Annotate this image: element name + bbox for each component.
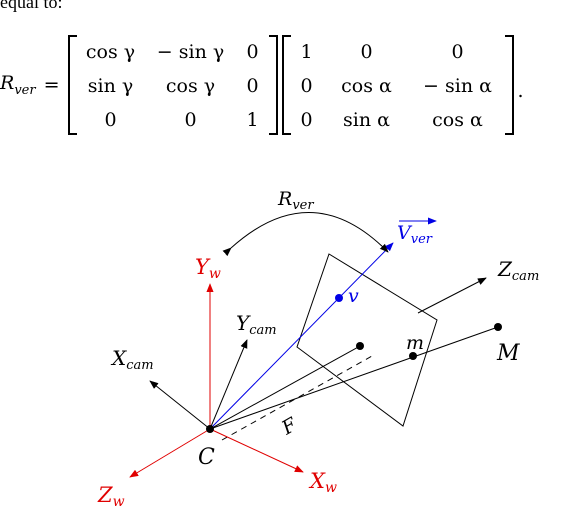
r-ver-rotation-arc bbox=[222, 212, 389, 257]
M-point-label: M bbox=[496, 341, 520, 366]
v-point-label: v bbox=[348, 285, 359, 307]
x-w-axis bbox=[209, 428, 304, 473]
z-w-axis bbox=[129, 428, 211, 478]
y-cam-label: Ycam bbox=[236, 311, 277, 338]
C-point-label: C bbox=[198, 445, 215, 470]
focal-length-dashed-line bbox=[221, 355, 373, 441]
v-ver-vector bbox=[209, 242, 394, 430]
alpha-rotation-matrix: 1 0 0 0 cos α − sin α 0 sin α cos α bbox=[281, 35, 514, 135]
world-point-M bbox=[494, 323, 502, 331]
camera-center-point bbox=[206, 425, 214, 433]
F-focal-label: F bbox=[277, 413, 301, 440]
equation-lhs: Rver bbox=[0, 72, 36, 98]
matrix-cell: cos α bbox=[432, 109, 483, 131]
matrix-cell: sin γ bbox=[87, 75, 134, 97]
matrix-cell: 0 bbox=[300, 109, 313, 131]
matrix-cell: 1 bbox=[300, 41, 313, 63]
x-w-label: Xw bbox=[308, 469, 337, 496]
rotation-equation: Rver = cos γ − sin γ 0 sin γ cos γ 0 0 0… bbox=[0, 30, 524, 140]
projection-ray bbox=[209, 326, 499, 430]
image-plane bbox=[296, 253, 438, 427]
vanishing-point-v bbox=[335, 294, 343, 302]
z-cam-axis-inner bbox=[209, 345, 361, 430]
v-ver-label: Vver bbox=[397, 222, 433, 247]
matrix-cell: 0 bbox=[451, 41, 464, 63]
equation-period: . bbox=[517, 80, 524, 102]
matrix-cell: cos γ bbox=[165, 75, 216, 97]
principal-point bbox=[356, 342, 364, 350]
matrix-cell: cos γ bbox=[85, 41, 136, 63]
z-cam-axis bbox=[417, 277, 487, 314]
image-point-m bbox=[409, 352, 417, 360]
matrix-cell: 1 bbox=[246, 109, 259, 131]
matrix-cell: 0 bbox=[246, 41, 259, 63]
x-cam-axis bbox=[149, 380, 211, 430]
y-cam-axis bbox=[209, 339, 248, 430]
z-cam-label: Zcam bbox=[497, 257, 539, 284]
matrix-cell: − sin γ bbox=[156, 41, 225, 63]
x-cam-label: Xcam bbox=[110, 346, 154, 373]
r-ver-label: Rver bbox=[277, 188, 314, 213]
matrix-cell: 0 bbox=[300, 75, 313, 97]
m-point-label: m bbox=[406, 332, 424, 354]
matrix-cell: sin α bbox=[343, 109, 390, 131]
equals-sign: = bbox=[43, 74, 60, 96]
matrix-cell: 0 bbox=[360, 41, 373, 63]
intro-text: equal to: bbox=[0, 0, 63, 12]
z-w-label: Zw bbox=[97, 483, 125, 510]
matrix-cell: 0 bbox=[246, 75, 259, 97]
matrix-cell: 0 bbox=[184, 109, 197, 131]
gamma-rotation-matrix: cos γ − sin γ 0 sin γ cos γ 0 0 0 1 bbox=[67, 35, 278, 135]
y-w-label: Yw bbox=[195, 255, 221, 282]
matrix-cell: 0 bbox=[104, 109, 117, 131]
matrix-cell: − sin α bbox=[423, 75, 492, 97]
matrix-cell: cos α bbox=[341, 75, 392, 97]
